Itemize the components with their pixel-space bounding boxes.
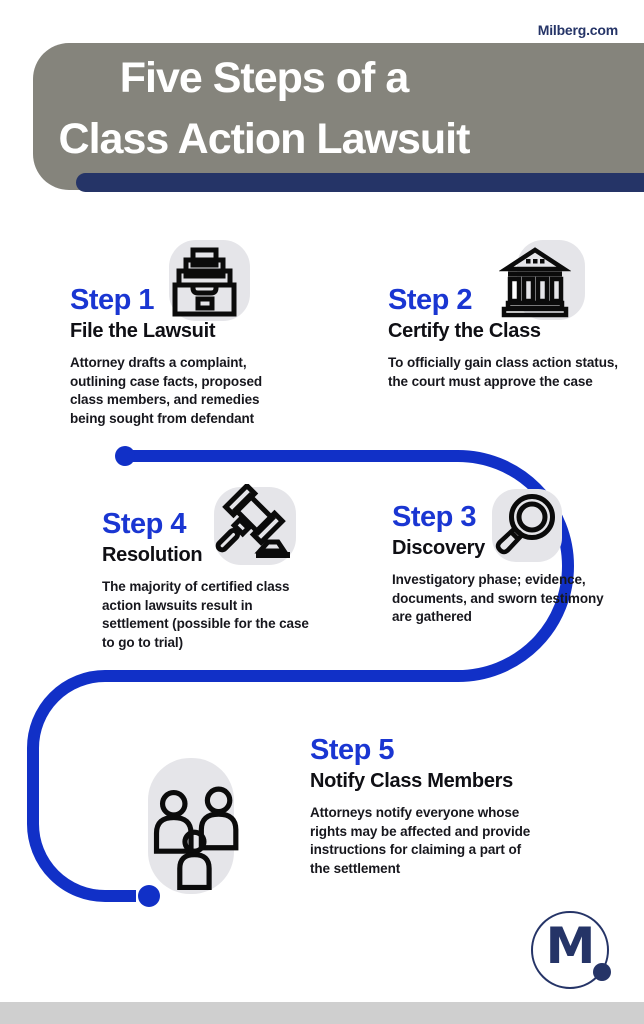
step-5-name: Notify Class Members bbox=[310, 770, 513, 792]
step-3-block: Step 3 Discovery Investigatory phase; ev… bbox=[392, 501, 617, 627]
step-5-description: Attorneys notify everyone whose rights m… bbox=[310, 805, 531, 876]
magnifier-icon bbox=[488, 492, 560, 564]
courthouse-icon bbox=[499, 246, 571, 318]
step-4-description: The majority of certified class action l… bbox=[102, 579, 309, 650]
step-2-block: Step 2 Certify the Class To officially g… bbox=[388, 284, 620, 391]
step-1-block: Step 1 File the Lawsuit Attorney drafts … bbox=[70, 284, 288, 428]
header-accent-bar bbox=[76, 173, 644, 192]
logo-letter: M bbox=[545, 917, 596, 975]
step-4-block: Step 4 Resolution The majority of certif… bbox=[102, 508, 340, 652]
file-drawer-icon bbox=[166, 244, 242, 320]
step-4-name: Resolution bbox=[102, 544, 203, 566]
page-title-line1: Five Steps of a bbox=[119, 54, 409, 102]
logo-dot bbox=[593, 963, 611, 981]
path-start-dot bbox=[115, 446, 135, 466]
gavel-icon bbox=[212, 484, 296, 568]
step-5-block: Step 5 Notify Class Members Attorneys no… bbox=[310, 734, 550, 878]
step-1-name: File the Lawsuit bbox=[70, 320, 216, 342]
people-icon bbox=[141, 785, 241, 895]
step-3-label: Step 3 bbox=[392, 501, 477, 533]
step-3-description: Investigatory phase; evidence, documents… bbox=[392, 572, 604, 624]
step-4-label: Step 4 bbox=[102, 508, 187, 540]
page-title-line2: Class Action Lawsuit bbox=[58, 115, 471, 163]
step-5-label: Step 5 bbox=[310, 734, 395, 766]
step-2-description: To officially gain class action status, … bbox=[388, 355, 618, 389]
step-1-label: Step 1 bbox=[70, 284, 155, 316]
site-url[interactable]: Milberg.com bbox=[537, 22, 618, 38]
step-2-label: Step 2 bbox=[388, 284, 473, 316]
step-2-name: Certify the Class bbox=[388, 320, 541, 342]
footer-bar bbox=[0, 1002, 644, 1024]
header-banner bbox=[33, 43, 644, 190]
m-dot-logo[interactable]: M bbox=[531, 911, 611, 989]
page-title: Five Steps of a Class Action Lawsuit bbox=[33, 48, 495, 170]
step-3-name: Discovery bbox=[392, 537, 485, 559]
step-1-description: Attorney drafts a complaint, outlining c… bbox=[70, 355, 263, 426]
